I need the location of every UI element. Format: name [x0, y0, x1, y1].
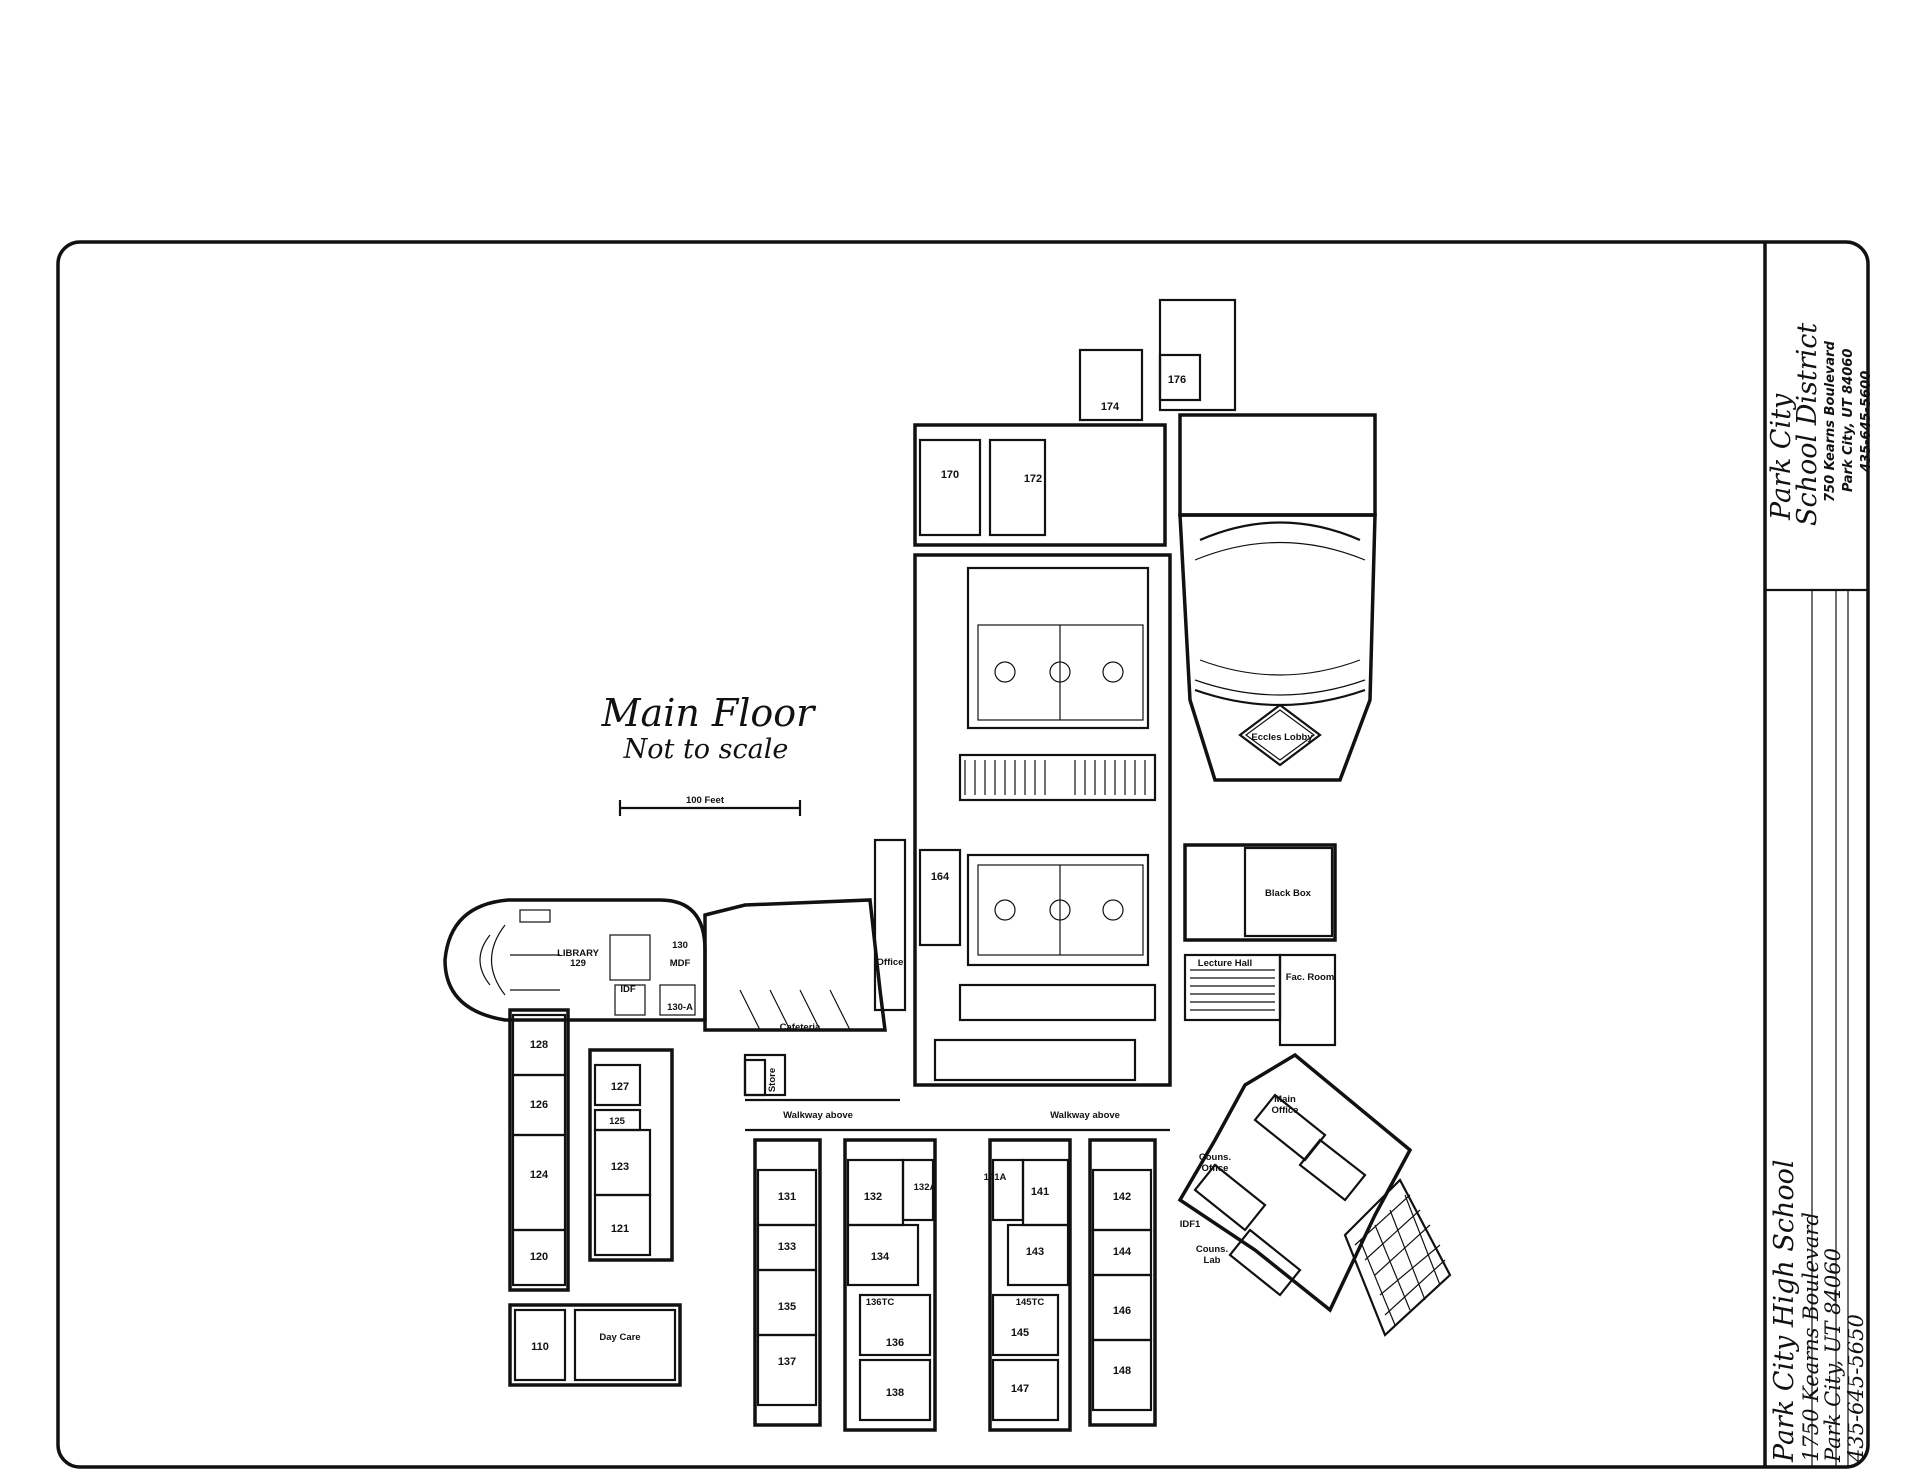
scale-label: 100 Feet [686, 795, 725, 806]
room-126: 126 [530, 1099, 548, 1111]
room-110: 110 [531, 1341, 549, 1353]
room-main-office-line2: Office [1272, 1105, 1299, 1116]
auditorium-wing: Eccles Lobby Black Box Lecture Hall Fac.… [1178, 413, 1377, 1047]
room-eccles-lobby: Eccles Lobby [1251, 732, 1313, 743]
room-main-office-line1: Main [1274, 1094, 1296, 1105]
room-idf1: IDF1 [1180, 1219, 1201, 1230]
school-block: Park City High School 1750 Kearns Boulev… [1769, 1160, 1868, 1463]
office-wing: Main Office Couns. Office IDF1 Couns. La… [1177, 1052, 1452, 1337]
room-134: 134 [871, 1251, 890, 1263]
classroom-block-141-148: 141A 141 143 145TC 145 147 142 144 146 1… [984, 1138, 1157, 1432]
room-138: 138 [886, 1387, 904, 1399]
room-164: 164 [931, 871, 950, 883]
room-lecture-hall: Lecture Hall [1198, 958, 1252, 969]
room-141: 141 [1031, 1186, 1049, 1198]
room-170: 170 [941, 469, 959, 481]
room-office: Office [877, 957, 904, 968]
room-couns-office-line2: Office [1202, 1163, 1229, 1174]
room-131: 131 [778, 1191, 796, 1203]
school-line2: 1750 Kearns Boulevard [1799, 1212, 1823, 1462]
room-couns-lab-line2: Lab [1204, 1255, 1221, 1266]
room-black-box: Black Box [1265, 888, 1312, 899]
room-121: 121 [611, 1223, 629, 1235]
room-136tc: 136TC [866, 1297, 895, 1308]
district-block: Park City School District 750 Kearns Bou… [1766, 323, 1874, 526]
cafeteria-area: Cafeteria Office Store [703, 838, 907, 1097]
room-idf: IDF [620, 984, 636, 995]
room-library-number: 129 [570, 958, 586, 969]
walkway-label-east: Walkway above [1050, 1110, 1120, 1121]
room-127: 127 [611, 1081, 629, 1093]
scale-bar: 100 Feet [618, 795, 802, 816]
room-128: 128 [530, 1039, 548, 1051]
classroom-block-131-138: 131 133 135 137 132 132A 134 136TC 136 1… [753, 1138, 937, 1432]
walkway: Walkway above Walkway above [745, 1098, 1170, 1132]
gymnasium-core: 164 [913, 553, 1172, 1087]
district-line4: Park City, UT 84060 [1841, 349, 1856, 492]
room-146: 146 [1113, 1305, 1131, 1317]
room-store: Store [767, 1068, 778, 1092]
room-137: 137 [778, 1356, 796, 1368]
room-132a: 132A [914, 1182, 937, 1193]
plan-title: Main Floor [601, 691, 818, 735]
room-176: 176 [1168, 374, 1186, 386]
room-day-care: Day Care [599, 1332, 640, 1343]
school-line3: Park City, UT 84060 [1821, 1248, 1845, 1463]
room-couns-office-line1: Couns. [1199, 1152, 1231, 1163]
room-couns-lab-line1: Couns. [1196, 1244, 1228, 1255]
room-172: 172 [1024, 473, 1042, 485]
district-line2: School District [1792, 323, 1823, 526]
room-130: 130 [672, 940, 688, 951]
room-cafeteria: Cafeteria [780, 1022, 821, 1033]
district-line5: 435-645-5600 [1859, 371, 1874, 473]
room-133: 133 [778, 1241, 796, 1253]
room-136: 136 [886, 1337, 904, 1349]
room-130a: 130-A [667, 1002, 693, 1013]
room-145tc: 145TC [1016, 1297, 1045, 1308]
room-library-label: LIBRARY [557, 948, 600, 959]
north-rooms: 170 172 174 176 [913, 298, 1237, 547]
room-mdf: MDF [670, 958, 691, 969]
school-line4: 435-645-5650 [1844, 1314, 1868, 1463]
room-174: 174 [1101, 401, 1120, 413]
room-135: 135 [778, 1301, 796, 1313]
room-141a: 141A [984, 1172, 1007, 1183]
library-wing: LIBRARY 129 130 MDF 130-A IDF [443, 898, 707, 1022]
room-132: 132 [864, 1191, 882, 1203]
room-124: 124 [530, 1169, 549, 1181]
room-145: 145 [1011, 1327, 1029, 1339]
room-147: 147 [1011, 1383, 1029, 1395]
room-142: 142 [1113, 1191, 1131, 1203]
room-123: 123 [611, 1161, 629, 1173]
district-line3: 750 Kearns Boulevard [1823, 340, 1838, 502]
room-125: 125 [609, 1116, 626, 1127]
west-classroom-column: 128 126 124 120 127 125 123 121 110 Day … [508, 1008, 682, 1387]
room-148: 148 [1113, 1365, 1131, 1377]
sheet-border [56, 240, 1870, 1469]
room-120: 120 [530, 1251, 548, 1263]
walkway-label-west: Walkway above [783, 1110, 853, 1121]
room-144: 144 [1113, 1246, 1132, 1258]
district-line1: Park City [1766, 393, 1797, 521]
room-143: 143 [1026, 1246, 1044, 1258]
plan-subtitle: Not to scale [623, 734, 789, 765]
school-line1: Park City High School [1769, 1160, 1800, 1463]
room-fac-room: Fac. Room [1286, 972, 1335, 983]
